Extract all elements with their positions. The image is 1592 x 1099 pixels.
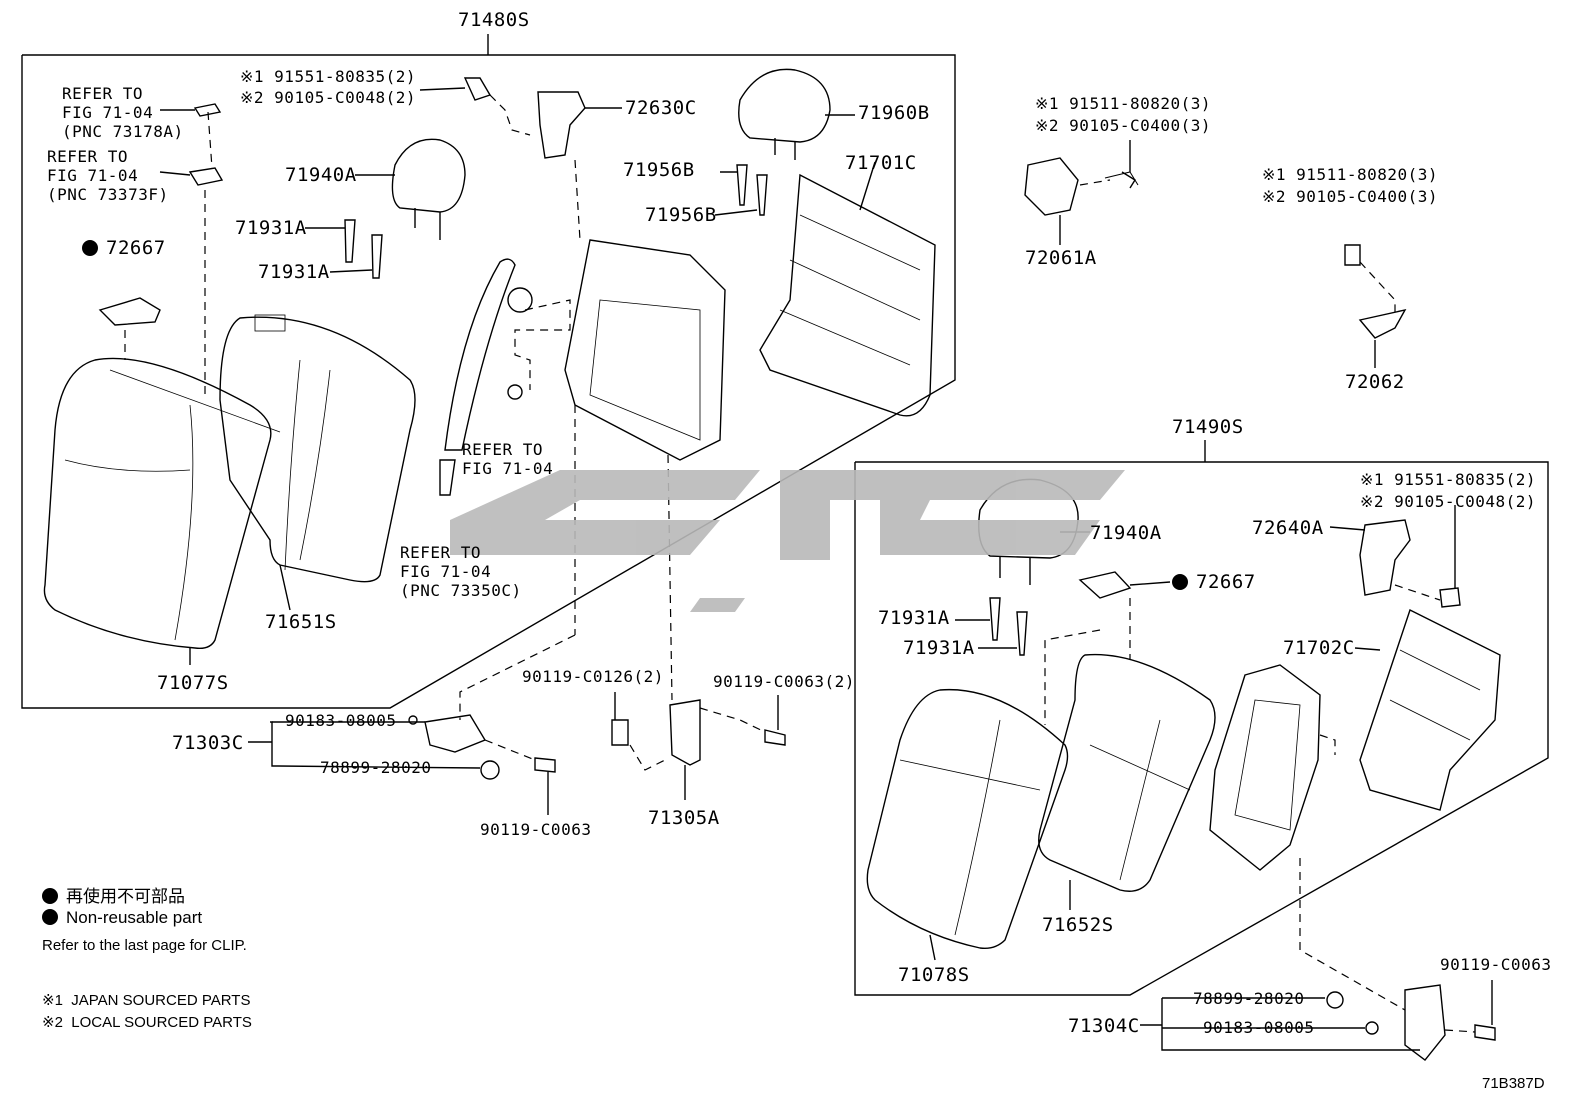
latch-72640a — [1359, 519, 1411, 596]
bolt-78899-28020-1[interactable]: 78899-28020 — [320, 758, 432, 777]
fastener-top-center-s2[interactable]: ※2 90105-C0048(2) — [240, 88, 417, 107]
part-71931a-1[interactable]: 71931A — [235, 217, 307, 239]
legend-clip-note: Refer to the last page for CLIP. — [42, 937, 247, 954]
nonreusable-dot-icon — [1172, 574, 1188, 590]
part-71077s[interactable]: 71077S — [157, 672, 229, 694]
latch-72630c — [537, 91, 586, 159]
part-71651s[interactable]: 71651S — [265, 611, 337, 633]
frame-71701c — [759, 173, 936, 417]
part-71078s[interactable]: 71078S — [898, 964, 970, 986]
part-71931a-3[interactable]: 71931A — [878, 607, 950, 629]
fastener-top-right-b-s2[interactable]: ※2 90105-C0400(3) — [1262, 187, 1439, 206]
group-frame-lower — [854, 461, 1549, 996]
frame-lower — [1209, 664, 1321, 871]
part-71702c[interactable]: 71702C — [1283, 637, 1355, 659]
part-72061a[interactable]: 72061A — [1025, 247, 1097, 269]
watermark — [450, 470, 1125, 612]
part-71701c[interactable]: 71701C — [845, 152, 917, 174]
nonreusable-dot-icon — [82, 240, 98, 256]
bolt-90183-08005-1[interactable]: 90183-08005 — [285, 711, 397, 730]
legend-note-2: ※2 LOCAL SOURCED PARTS — [42, 1014, 252, 1031]
diagram-code: 71B387D — [1482, 1075, 1545, 1092]
seatback-pad-71652s — [1038, 653, 1216, 892]
bolt-90119-c0063-2[interactable]: 90119-C0063(2) — [713, 672, 855, 691]
bolt-90119-c0126[interactable]: 90119-C0126(2) — [522, 667, 664, 686]
part-71956b-2[interactable]: 71956B — [645, 204, 717, 226]
headrest-71960b — [738, 68, 831, 143]
part-71303c[interactable]: 71303C — [172, 732, 244, 754]
part-71956b-1[interactable]: 71956B — [623, 159, 695, 181]
legend-note-1: ※1 JAPAN SOURCED PARTS — [42, 992, 251, 1009]
group-label-lower: 71490S — [1172, 416, 1244, 438]
part-71652s[interactable]: 71652S — [1042, 914, 1114, 936]
part-71940a-1[interactable]: 71940A — [285, 164, 357, 186]
part-72667-1[interactable]: 72667 — [82, 238, 166, 258]
legend-nonreusable-jp: 再使用不可部品 — [42, 882, 185, 907]
frame-71702c — [1359, 609, 1501, 811]
nonreusable-dot-icon — [42, 888, 58, 904]
part-71940a-2[interactable]: 71940A — [1090, 522, 1162, 544]
part-72640a[interactable]: 72640A — [1252, 517, 1324, 539]
seatback-cushion-71077s — [43, 357, 272, 650]
bolt-90119-c0063-1[interactable]: 90119-C0063 — [480, 820, 592, 839]
fastener-top-right-a-s2[interactable]: ※2 90105-C0400(3) — [1035, 116, 1212, 135]
seat-belt — [444, 258, 516, 451]
part-71305a[interactable]: 71305A — [648, 807, 720, 829]
bolt-78899-28020-2[interactable]: 78899-28020 — [1193, 989, 1305, 1008]
part-72630c[interactable]: 72630C — [625, 97, 697, 119]
fastener-lower-right-s2[interactable]: ※2 90105-C0048(2) — [1360, 492, 1537, 511]
nonreusable-dot-icon — [42, 909, 58, 925]
part-71960b[interactable]: 71960B — [858, 102, 930, 124]
part-71304c[interactable]: 71304C — [1068, 1015, 1140, 1037]
part-71931a-2[interactable]: 71931A — [258, 261, 330, 283]
seatback-pad-71651s — [219, 316, 416, 583]
fastener-top-right-b-s1[interactable]: ※1 91511-80820(3) — [1262, 165, 1439, 184]
part-72062[interactable]: 72062 — [1345, 371, 1405, 393]
fastener-lower-right-s1[interactable]: ※1 91551-80835(2) — [1360, 470, 1537, 489]
bolt-90119-c0063-3[interactable]: 90119-C0063 — [1440, 955, 1552, 974]
headrest-71940a-upper — [391, 138, 466, 213]
fastener-top-right-a-s1[interactable]: ※1 91511-80820(3) — [1035, 94, 1212, 113]
bolt-90183-08005-2[interactable]: 90183-08005 — [1203, 1018, 1315, 1037]
group-label-upper: 71480S — [458, 9, 530, 31]
seatback-cushion-71078s — [866, 688, 1069, 950]
part-72667-2[interactable]: 72667 — [1172, 572, 1256, 592]
legend-nonreusable-en: Non-reusable part — [42, 908, 202, 928]
fastener-top-center-s1[interactable]: ※1 91551-80835(2) — [240, 67, 417, 86]
frame-center-upper — [564, 239, 726, 461]
part-71931a-4[interactable]: 71931A — [903, 637, 975, 659]
